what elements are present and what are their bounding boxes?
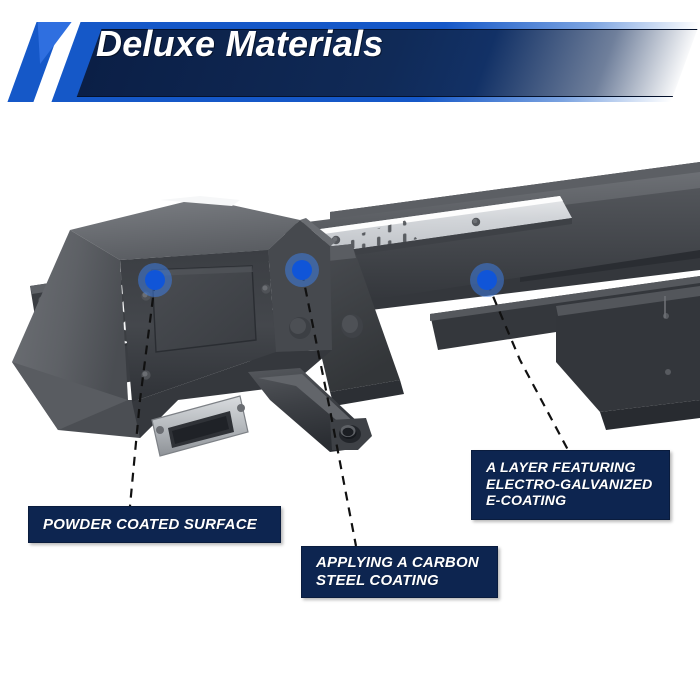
callout-label-electro-galvanized-e-coating: A LAYER FEATURING ELECTRO-GALVANIZED E-C… bbox=[486, 459, 653, 510]
callout-dot-powder-coated-surface[interactable] bbox=[138, 263, 172, 297]
product-illustration bbox=[0, 100, 700, 470]
callout-box-carbon-steel-coating[interactable]: APPLYING A CARBON STEEL COATING bbox=[301, 546, 498, 598]
right-end-structure bbox=[556, 286, 700, 430]
callout-box-electro-galvanized-e-coating[interactable]: A LAYER FEATURING ELECTRO-GALVANIZED E-C… bbox=[471, 450, 670, 520]
rear-bumper-drawing bbox=[12, 162, 700, 457]
page-title: Deluxe Materials bbox=[96, 23, 384, 64]
callout-label-powder-coated-surface: POWDER COATED SURFACE bbox=[43, 515, 257, 533]
callout-dot-electro-galvanized-e-coating[interactable] bbox=[470, 263, 504, 297]
d-ring-mount bbox=[151, 395, 249, 457]
callout-box-powder-coated-surface[interactable]: POWDER COATED SURFACE bbox=[28, 506, 281, 543]
callout-label-carbon-steel-coating: APPLYING A CARBON STEEL COATING bbox=[316, 554, 479, 589]
callout-dot-carbon-steel-coating[interactable] bbox=[285, 253, 319, 287]
